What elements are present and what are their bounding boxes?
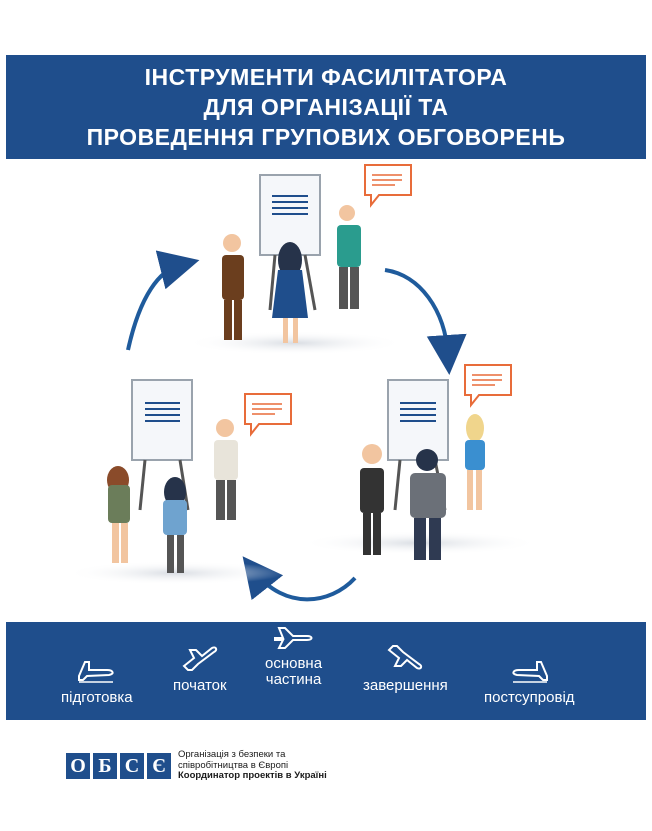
title-banner: ІНСТРУМЕНТИ ФАСИЛІТАТОРА ДЛЯ ОРГАНІЗАЦІЇ… xyxy=(6,55,646,159)
stage-follow-up: постсупровід xyxy=(484,658,575,706)
stage-label: основна xyxy=(265,655,323,672)
stage-label: постсупровід xyxy=(484,689,575,706)
org-line-1: Організація з безпеки та xyxy=(178,749,286,760)
logo-letter: Б xyxy=(93,752,117,779)
logo-letter: Є xyxy=(147,752,171,779)
plane-icon xyxy=(182,646,217,671)
logo-letter: О xyxy=(66,752,90,779)
cycle-arrow-top-left xyxy=(126,250,200,351)
plane-icon xyxy=(77,661,114,683)
logo-letter: С xyxy=(120,752,144,779)
stage-preparation: підготовка xyxy=(61,658,133,706)
plane-icon xyxy=(273,627,313,649)
title-line-1: ІНСТРУМЕНТИ ФАСИЛІТАТОРА xyxy=(144,64,508,90)
organization-name: Організація з безпеки та співробітництва… xyxy=(178,749,327,782)
cycle-arrow-bottom xyxy=(242,556,357,602)
stage-main-part: основна частина xyxy=(265,626,322,688)
plane-icon xyxy=(512,661,549,683)
group-bottom-right xyxy=(300,364,540,560)
cycle-arrow-top-right xyxy=(384,268,467,375)
group-bottom-left xyxy=(65,379,292,585)
stage-label: підготовка xyxy=(61,689,133,706)
title-line-2: ДЛЯ ОРГАНІЗАЦІЇ ТА xyxy=(203,94,449,120)
stages-bar: підготовка початок основна частина завер… xyxy=(6,622,646,720)
org-line-2: співробітництва в Європі xyxy=(178,759,289,771)
group-top xyxy=(185,164,412,355)
title-line-3: ПРОВЕДЕННЯ ГРУПОВИХ ОБГОВОРЕНЬ xyxy=(86,124,566,150)
stage-label: завершення xyxy=(363,677,448,694)
stage-completion: завершення xyxy=(363,644,448,694)
org-line-3: Координатор проектів в Україні xyxy=(178,770,327,781)
osce-logo: О Б С Є xyxy=(66,752,174,779)
stage-label: частина xyxy=(265,671,322,688)
stage-label: початок xyxy=(173,677,227,694)
footer: О Б С Є Організація з безпеки та співроб… xyxy=(66,749,327,782)
plane-icon xyxy=(387,645,423,670)
facilitation-cycle-illustration xyxy=(65,164,540,602)
stage-start: початок xyxy=(173,644,227,694)
